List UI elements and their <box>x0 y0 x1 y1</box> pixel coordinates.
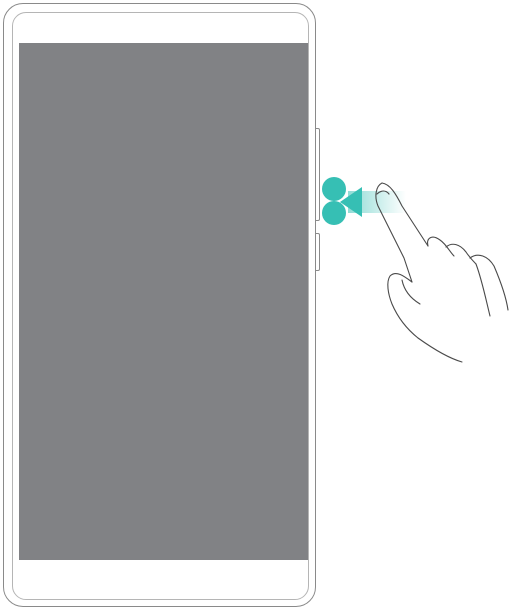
touch-point-icon <box>322 177 346 201</box>
phone-screen <box>19 43 308 560</box>
swipe-arrow-icon <box>340 187 406 217</box>
power-button <box>316 233 320 271</box>
phone-bezel <box>12 12 309 600</box>
hand-pointer-icon <box>375 182 509 363</box>
touch-point-icon <box>322 201 346 225</box>
volume-button <box>316 128 320 221</box>
